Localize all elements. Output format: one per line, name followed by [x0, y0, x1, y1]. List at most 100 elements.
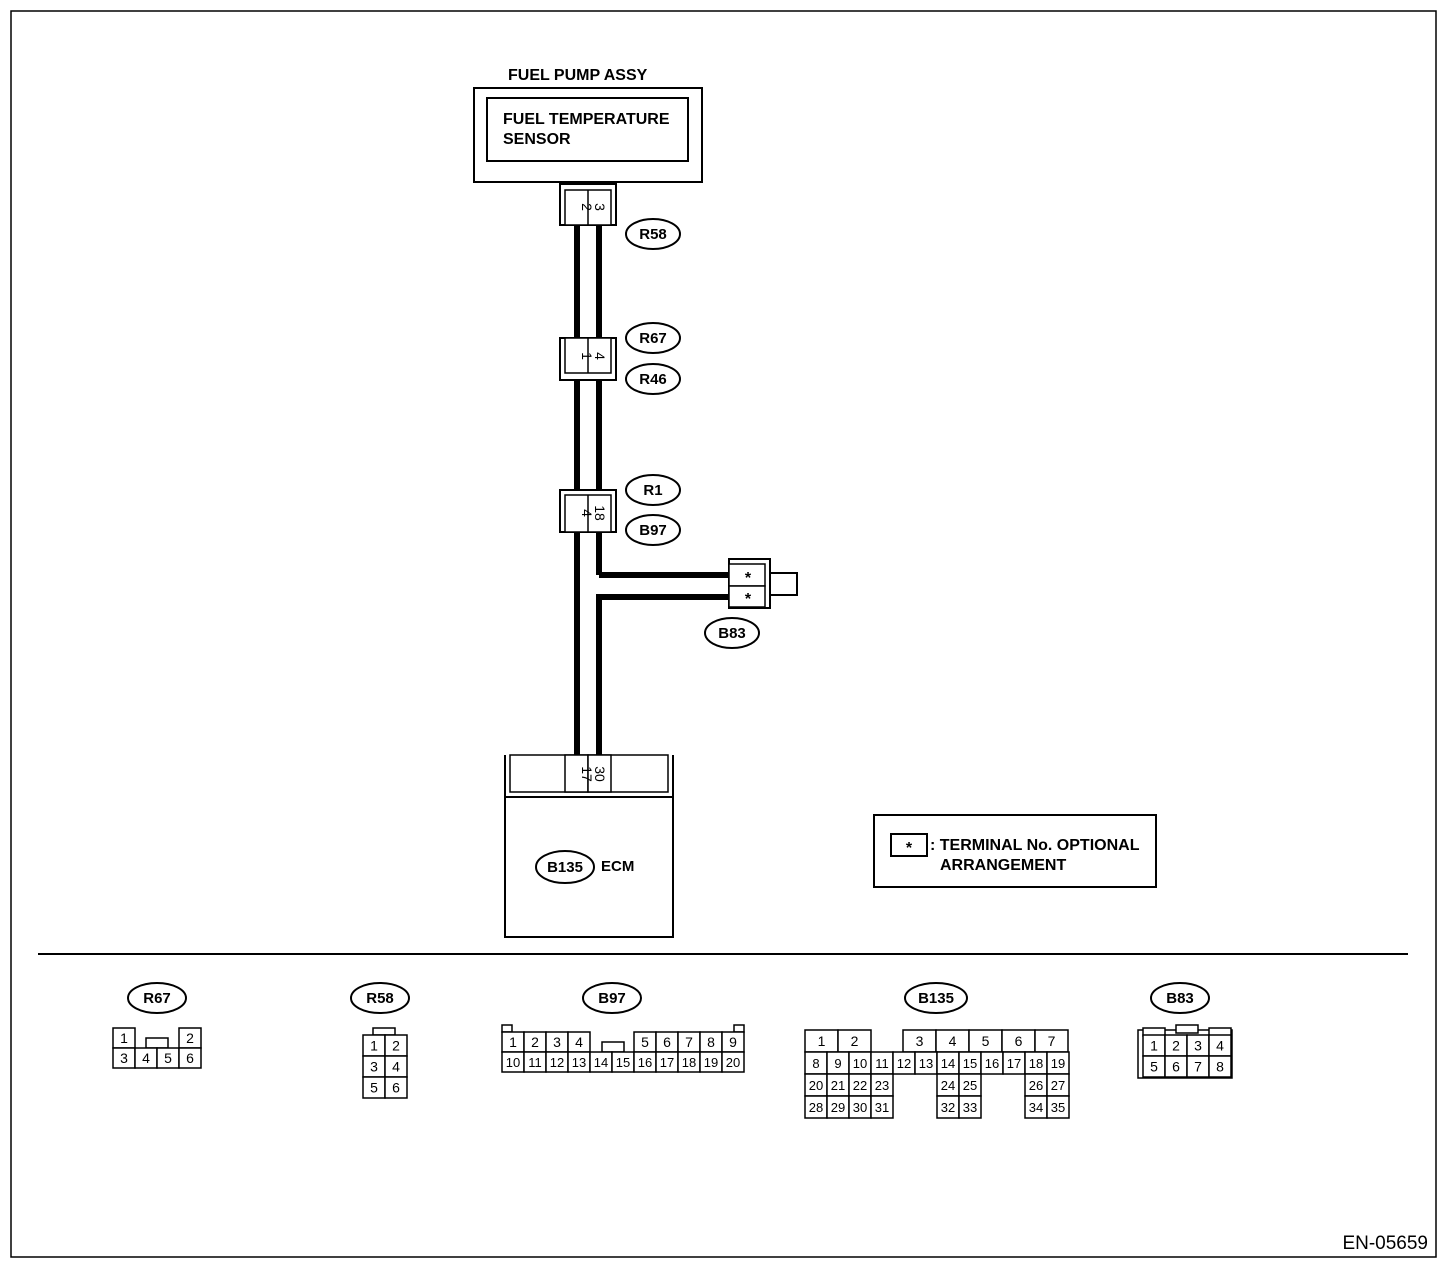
face-b83-oval — [1150, 982, 1210, 1014]
connector-b83-pin-bottom: * — [745, 591, 752, 608]
connector-b97-name: B97 — [639, 522, 667, 539]
sensor-label-line1: FUEL TEMPERATURE — [503, 111, 670, 128]
connector-b83-pin-top: * — [745, 570, 752, 587]
face-b97-pin-7: 7 — [685, 1034, 693, 1050]
face-r67-pin-6: 6 — [186, 1050, 194, 1066]
face-b135-pin-27: 27 — [1051, 1078, 1065, 1093]
connector-r58-pin-right: 3 — [592, 203, 608, 211]
connector-r67-r46-pin-left: 1 — [579, 352, 595, 360]
face-b135-pin-2: 2 — [851, 1033, 859, 1049]
connector-r1-b97: 4 18 R1 B97 — [559, 474, 681, 546]
connector-r67-oval — [625, 322, 681, 354]
face-r67-pin-2: 2 — [186, 1030, 194, 1046]
face-b135-pin-15: 15 — [963, 1056, 977, 1071]
face-b83-pin-7: 7 — [1194, 1059, 1202, 1075]
ecm-label: ECM — [601, 858, 634, 875]
fuel-pump-assy-label: FUEL PUMP ASSY — [508, 67, 648, 84]
face-r67-pin-5: 5 — [164, 1050, 172, 1066]
face-b135-pin-28: 28 — [809, 1100, 823, 1115]
ecm-pin-17: 17 — [579, 766, 595, 782]
face-b135-pin-31: 31 — [875, 1100, 889, 1115]
connector-b83-pin-bottom-cell — [728, 585, 766, 608]
face-b135-pin-31-cell — [870, 1095, 894, 1119]
face-r58-name: R58 — [366, 990, 394, 1007]
face-b97-pin-15: 15 — [616, 1055, 630, 1070]
face-b97-pin-3: 3 — [553, 1034, 561, 1050]
face-b97-pin-10: 10 — [506, 1055, 520, 1070]
face-b135-pin-21: 21 — [831, 1078, 845, 1093]
face-b135-pin-4: 4 — [949, 1033, 957, 1049]
face-b135-pin-32: 32 — [941, 1100, 955, 1115]
connector-r1-oval — [625, 474, 681, 506]
face-b97-pin-16: 16 — [638, 1055, 652, 1070]
face-r58-pin-2: 2 — [392, 1038, 400, 1054]
face-b135-pin-35: 35 — [1051, 1100, 1065, 1115]
face-b135-pin-35-cell — [1046, 1095, 1070, 1119]
face-b97-pin-13: 13 — [572, 1055, 586, 1070]
ecm-body — [504, 796, 674, 938]
connector-r1-b97-pin-left: 4 — [579, 509, 595, 517]
face-r58-pin-3: 3 — [370, 1059, 378, 1075]
connector-r67-name: R67 — [639, 330, 667, 347]
connector-r58-pin-left: 2 — [579, 203, 595, 211]
face-b135-pin-10: 10 — [853, 1056, 867, 1071]
legend-frame — [873, 814, 1157, 888]
ecm-pin-30: 30 — [592, 766, 608, 782]
wire-from-b83-bottom — [596, 594, 729, 758]
connector-r67-r46: 1 4 R67 R46 — [559, 322, 681, 395]
face-b135-pin-7: 7 — [1048, 1033, 1056, 1049]
face-b97-latch-center — [601, 1041, 625, 1053]
face-b83-pin-4: 4 — [1216, 1038, 1224, 1054]
document-id: EN-05659 — [1342, 1233, 1428, 1254]
face-b135-pin-13: 13 — [919, 1056, 933, 1071]
face-b83-name: B83 — [1166, 990, 1194, 1007]
face-r67-oval — [127, 982, 187, 1014]
face-b135-name: B135 — [918, 990, 954, 1007]
connector-b83: * * B83 — [704, 558, 798, 649]
face-r67-latch — [145, 1037, 169, 1049]
face-r67-name: R67 — [143, 990, 171, 1007]
connector-r58-oval — [625, 218, 681, 250]
face-b83-pin-8-cell — [1208, 1055, 1232, 1078]
face-r67-pin-3: 3 — [120, 1050, 128, 1066]
face-b135-pin-5: 5 — [982, 1033, 990, 1049]
face-b135-pin-3: 3 — [916, 1033, 924, 1049]
face-b97-pin-1: 1 — [509, 1034, 517, 1050]
face-b97-latch-left — [501, 1024, 513, 1033]
fuel-pump-outer-box — [473, 87, 703, 183]
face-b97-name: B97 — [598, 990, 626, 1007]
face-b97-pin-11: 11 — [528, 1055, 542, 1070]
face-b83-pin-2: 2 — [1172, 1038, 1180, 1054]
face-b135-pin-30: 30 — [853, 1100, 867, 1115]
fuel-temperature-sensor-box — [486, 97, 689, 162]
connector-b83-oval — [704, 617, 760, 649]
connector-r67-r46-pin-right: 4 — [592, 352, 608, 360]
ecm-pin-30-cell — [587, 754, 612, 793]
face-b135-pin-8: 8 — [812, 1056, 819, 1071]
connector-b97-oval — [625, 514, 681, 546]
face-b135-pin-34: 34 — [1029, 1100, 1043, 1115]
fuel-pump-assy: FUEL PUMP ASSY FUEL TEMPERATURE SENSOR — [473, 67, 703, 183]
legend-symbol-box — [890, 833, 928, 857]
face-b135-pin-26: 26 — [1029, 1078, 1043, 1093]
face-b135-pin-22: 22 — [853, 1078, 867, 1093]
connector-r1-name: R1 — [643, 482, 662, 499]
face-b97-pin-5: 5 — [641, 1034, 649, 1050]
connector-r58: 2 3 R58 — [559, 183, 681, 250]
face-b97-pin-18: 18 — [682, 1055, 696, 1070]
face-b97-pin-6: 6 — [663, 1034, 671, 1050]
face-b97-latch-right — [733, 1024, 745, 1033]
face-b135-oval — [904, 982, 968, 1014]
face-b135-pin-17: 17 — [1007, 1056, 1021, 1071]
face-b97-pin-9: 9 — [729, 1034, 737, 1050]
face-b135-pin-14: 14 — [941, 1056, 955, 1071]
sensor-label-line2: SENSOR — [503, 131, 571, 148]
legend-symbol: * — [906, 840, 913, 857]
connector-b135-name: B135 — [547, 859, 583, 876]
face-b97-pin-17: 17 — [660, 1055, 674, 1070]
face-b135-pin-12: 12 — [897, 1056, 911, 1071]
face-r67-pin-6-cell — [178, 1047, 202, 1069]
